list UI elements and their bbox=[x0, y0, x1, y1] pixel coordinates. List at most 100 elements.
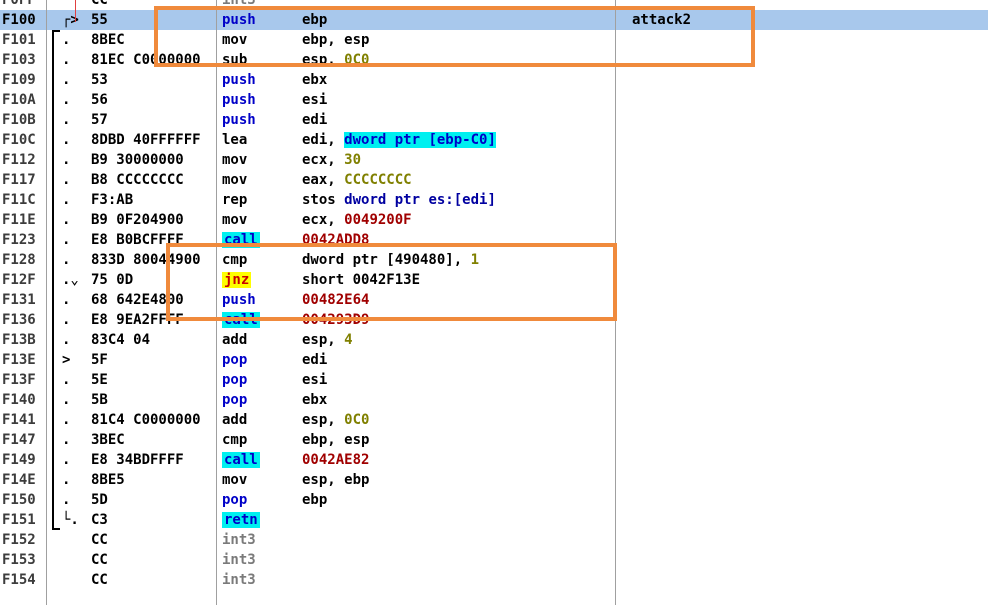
mnemonic: int3 bbox=[222, 0, 256, 8]
mnemonic: push bbox=[222, 292, 256, 308]
operands: ecx, 30 bbox=[302, 150, 361, 170]
mnemonic: mov bbox=[222, 152, 248, 168]
address-cell: F103 bbox=[2, 52, 36, 68]
mnemonic: add bbox=[222, 332, 248, 348]
operand-part: short 0042F13E bbox=[302, 272, 421, 288]
operands: esp, ebp bbox=[302, 470, 369, 490]
operands: stos dword ptr es:[edi] bbox=[302, 190, 496, 210]
operands: eax, CCCCCCCC bbox=[302, 170, 412, 190]
operand-part: esp, bbox=[302, 412, 345, 428]
operand-part: 4 bbox=[344, 332, 353, 348]
hex-bytes-cell: 5F bbox=[91, 352, 108, 368]
jump-marker: ┌> bbox=[62, 12, 79, 28]
address-cell: F154 bbox=[2, 572, 36, 588]
operand-part: 30 bbox=[344, 152, 362, 168]
operands: ebp, esp bbox=[302, 430, 369, 450]
jump-marker: . bbox=[62, 332, 71, 348]
jump-marker: . bbox=[62, 432, 71, 448]
hex-bytes-cell: F3:AB bbox=[91, 192, 134, 208]
operand-part: dword ptr [ebp-C0] bbox=[344, 132, 496, 148]
hex-bytes-cell: CC bbox=[91, 552, 108, 568]
mnemonic: pop bbox=[222, 392, 248, 408]
mnemonic: int3 bbox=[222, 552, 256, 568]
operand-part: dword ptr [490480], bbox=[302, 252, 471, 268]
address-cell: F140 bbox=[2, 392, 36, 408]
jump-marker: . bbox=[62, 132, 71, 148]
operand-part: 1 bbox=[470, 252, 480, 268]
address-cell: F10C bbox=[2, 132, 36, 148]
jump-marker: > bbox=[62, 352, 71, 368]
operand-part: ebx bbox=[302, 72, 328, 88]
operand-part: esi bbox=[302, 372, 328, 388]
hex-bytes-cell: 8BE5 bbox=[91, 472, 125, 488]
address-cell: F12F bbox=[2, 272, 36, 288]
mnemonic: mov bbox=[222, 212, 248, 228]
address-cell: F10A bbox=[2, 92, 36, 108]
callout-box bbox=[166, 243, 617, 321]
address-cell: F0FF bbox=[2, 0, 36, 8]
hex-bytes-cell: 3BEC bbox=[91, 432, 125, 448]
jump-marker: . bbox=[62, 232, 71, 248]
address-cell: F152 bbox=[2, 532, 36, 548]
mnemonic: call bbox=[222, 452, 260, 468]
operands: ebx bbox=[302, 390, 327, 410]
jump-marker: . bbox=[62, 152, 71, 168]
jump-marker: . bbox=[62, 472, 71, 488]
jump-path-line bbox=[75, 0, 76, 22]
operand-part: ebp, esp bbox=[302, 32, 370, 48]
operands: esi bbox=[302, 90, 327, 110]
address-cell: F13E bbox=[2, 352, 36, 368]
operand-part: ebp bbox=[302, 492, 328, 508]
hex-bytes-cell: 8DBD 40FFFFFF bbox=[91, 132, 201, 148]
disasm-row[interactable]: F13B. 83C4 04 add esp, 4 bbox=[0, 330, 988, 350]
operands: ebp, esp bbox=[302, 30, 369, 50]
address-cell: F13B bbox=[2, 332, 36, 348]
operand-part: ecx, bbox=[302, 212, 345, 228]
address-cell: F112 bbox=[2, 152, 36, 168]
hex-bytes-cell: 5B bbox=[91, 392, 108, 408]
operand-part: CCCCCCCC bbox=[344, 172, 412, 188]
operands: 0042AE82 bbox=[302, 450, 369, 470]
mnemonic: cmp bbox=[222, 432, 248, 448]
address-cell: F11C bbox=[2, 192, 36, 208]
hex-bytes-cell: C3 bbox=[91, 512, 108, 528]
jump-marker: . bbox=[62, 312, 71, 328]
function-bracket bbox=[52, 30, 54, 530]
address-cell: F11E bbox=[2, 212, 36, 228]
jump-marker: . bbox=[62, 72, 71, 88]
operands: dword ptr [490480], 1 bbox=[302, 250, 479, 270]
operand-part: esp, bbox=[302, 332, 345, 348]
operand-part: stos bbox=[302, 192, 345, 208]
hex-bytes-cell: 83C4 04 bbox=[91, 332, 151, 348]
hex-bytes-cell: B8 CCCCCCCC bbox=[91, 172, 184, 188]
address-cell: F14E bbox=[2, 472, 36, 488]
jump-marker: . bbox=[62, 112, 71, 128]
mnemonic: push bbox=[222, 92, 256, 108]
address-cell: F10B bbox=[2, 112, 36, 128]
